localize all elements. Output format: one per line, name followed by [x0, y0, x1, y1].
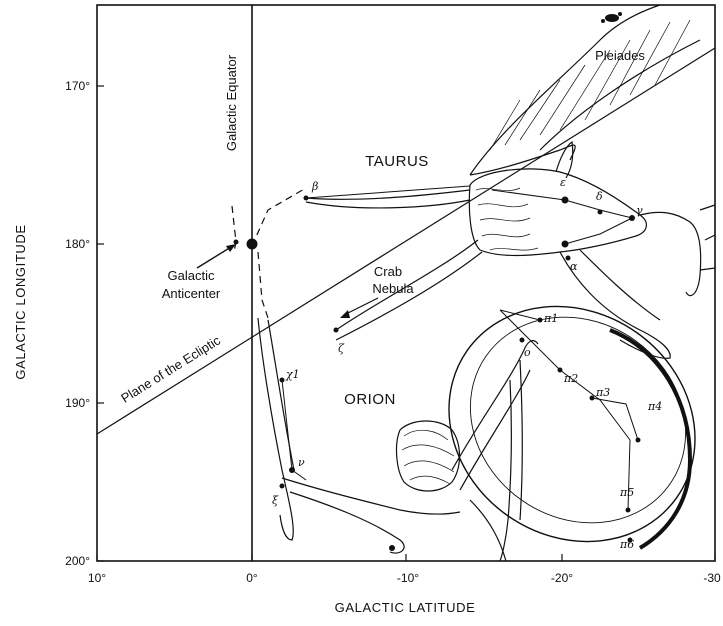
star	[629, 215, 635, 221]
orion-figure	[258, 318, 538, 561]
svg-text:χ1: χ1	[285, 368, 300, 381]
svg-text:β: β	[311, 180, 318, 193]
svg-text:π1: π1	[543, 312, 558, 325]
taurus-label: TAURUS	[365, 153, 429, 170]
ecliptic-label: Plane of the Ecliptic	[118, 332, 223, 405]
anticenter-label: Galactic	[168, 268, 215, 283]
x-tick-label: -10°	[397, 571, 419, 585]
star	[626, 508, 631, 513]
anticenter-guides	[232, 188, 306, 318]
star	[590, 396, 595, 401]
orion-label: ORION	[344, 391, 396, 408]
ecliptic-line	[97, 48, 715, 434]
svg-text:γ: γ	[636, 204, 643, 217]
star	[562, 241, 569, 248]
svg-text:ξ: ξ	[272, 494, 279, 507]
star	[389, 545, 395, 551]
taurus-figure	[306, 5, 715, 358]
svg-text:π3: π3	[595, 386, 610, 399]
star	[562, 197, 569, 204]
x-axis-ticks	[97, 554, 715, 561]
pleiades-label: Pleiades	[595, 48, 645, 63]
svg-text:π2: π2	[563, 372, 578, 385]
anticenter-star	[234, 240, 239, 245]
star	[280, 378, 285, 383]
star	[289, 467, 295, 473]
star	[304, 196, 309, 201]
galactic-anticenter-marker	[247, 239, 258, 250]
y-axis-ticks	[97, 86, 104, 561]
star	[334, 328, 339, 333]
star	[280, 484, 285, 489]
star	[558, 368, 563, 373]
crab-nebula-label: Nebula	[372, 281, 414, 296]
y-tick-label: 190°	[65, 396, 90, 410]
x-axis-title: GALACTIC LATITUDE	[335, 600, 476, 615]
y-axis-title: GALACTIC LONGITUDE	[13, 224, 28, 379]
svg-text:π6: π6	[619, 538, 634, 551]
y-tick-label: 170°	[65, 79, 90, 93]
svg-text:δ: δ	[596, 190, 603, 203]
anticenter-label: Anticenter	[162, 286, 221, 301]
star	[520, 338, 525, 343]
star	[636, 438, 641, 443]
svg-text:ο: ο	[524, 346, 531, 359]
crab-arrowhead-icon	[340, 310, 350, 318]
crab-nebula-label: Crab	[374, 264, 402, 279]
x-tick-label: -20°	[551, 571, 573, 585]
pleiades-cluster-icon	[601, 12, 622, 23]
svg-text:ε: ε	[560, 176, 566, 189]
y-tick-label: 180°	[65, 237, 90, 251]
star	[598, 210, 603, 215]
svg-text:π5: π5	[619, 486, 634, 499]
y-tick-label: 200°	[65, 554, 90, 568]
anticenter-arrow	[197, 247, 231, 268]
galactic-equator-label: Galactic Equator	[224, 54, 239, 151]
svg-text:α: α	[570, 260, 578, 273]
svg-text:π4: π4	[647, 400, 662, 413]
x-tick-label: -30	[703, 571, 721, 585]
svg-text:ζ: ζ	[338, 342, 345, 355]
x-tick-label: 10°	[88, 571, 106, 585]
svg-text:ν: ν	[298, 456, 305, 469]
x-tick-label: 0°	[246, 571, 258, 585]
orion-shield	[403, 259, 723, 589]
star	[538, 318, 543, 323]
constellation-lines	[282, 186, 638, 510]
